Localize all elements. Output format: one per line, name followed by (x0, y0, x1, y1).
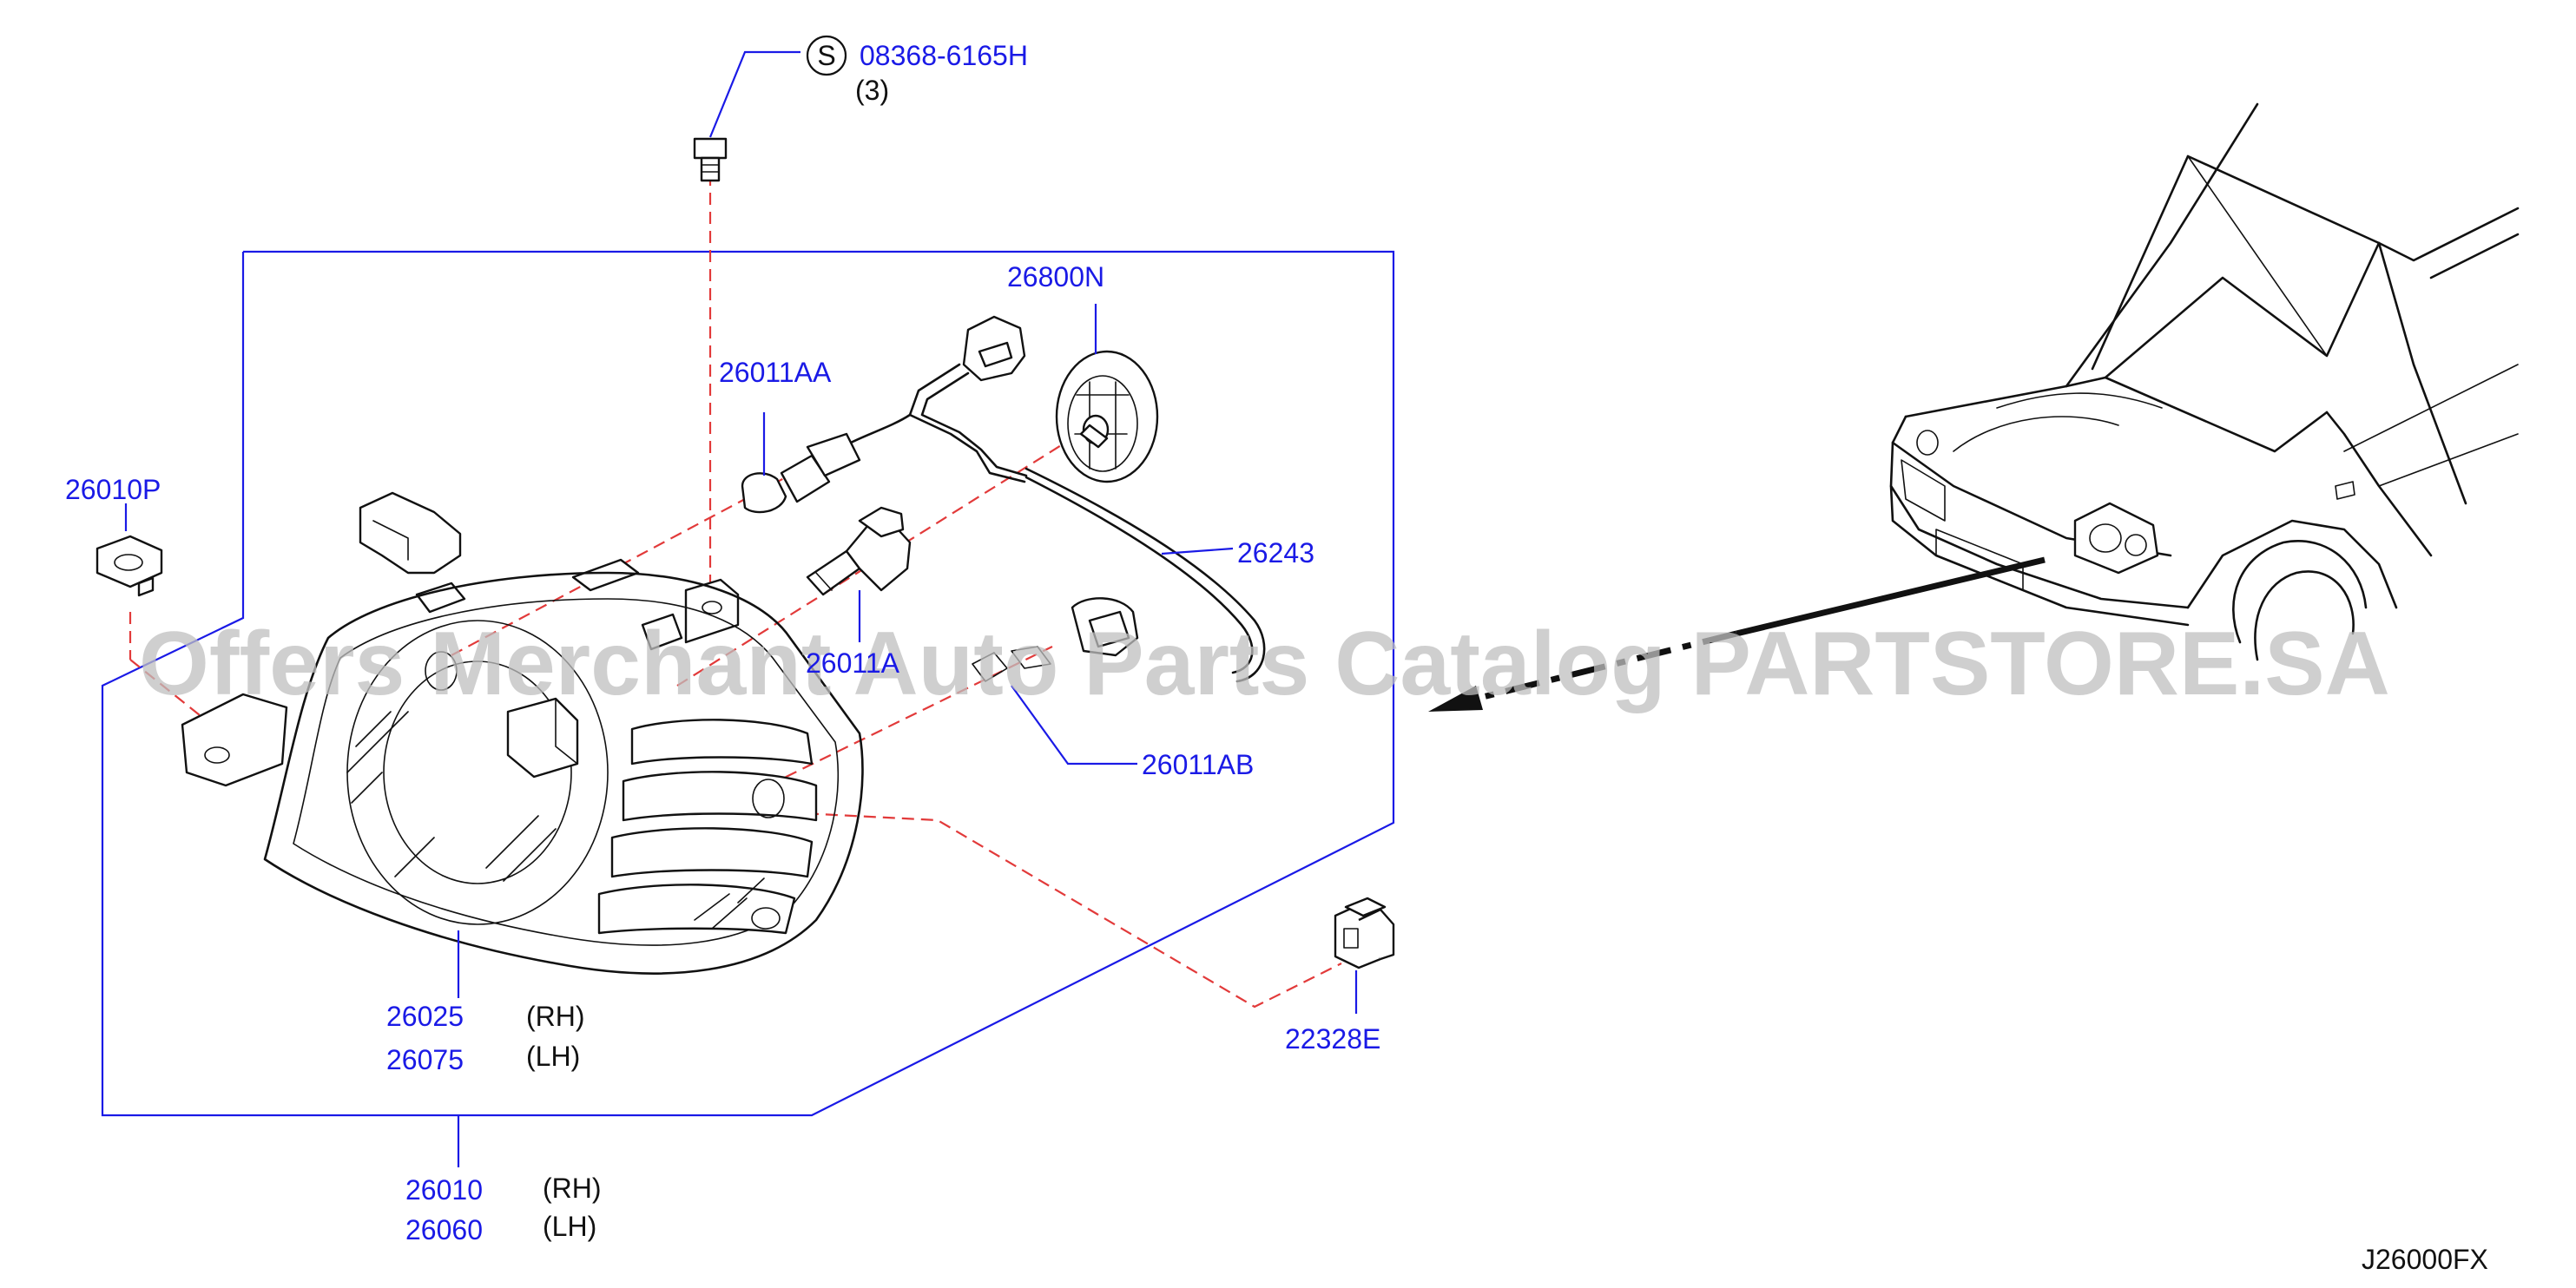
clip-icon (96, 535, 163, 597)
assembly-lh-part-number[interactable]: 26060 (405, 1214, 483, 1245)
diagram-code: J26000FX (2362, 1244, 2488, 1275)
lens-lh-side-label: (LH) (526, 1041, 580, 1072)
assembly-rh-side-label: (RH) (543, 1173, 602, 1204)
assembly-rh-part-number[interactable]: 26010 (405, 1174, 483, 1206)
small-bulb-icon (741, 454, 831, 514)
relay-clip-icon (1334, 897, 1395, 969)
side-bulb-part-number[interactable]: 26011AB (1142, 749, 1254, 780)
assembly-lh-side-label: (LH) (543, 1211, 596, 1242)
main-bulb-part-number[interactable]: 26011A (806, 647, 900, 679)
main-bulb-icon (806, 506, 912, 596)
bolt-quantity: (3) (855, 75, 889, 106)
side-bulb-icon (972, 597, 1139, 682)
lens-rh-part-number[interactable]: 26025 (386, 1001, 464, 1032)
relay-clip-part-number[interactable]: 22328E (1285, 1023, 1380, 1055)
assembly-boundary (101, 250, 1395, 1167)
headlamp-housing-icon (181, 491, 864, 975)
lens-lh-part-number[interactable]: 26075 (386, 1044, 464, 1075)
alignment-lines (128, 174, 1342, 1009)
vehicle-view-icon (1428, 102, 2520, 712)
lens-rh-side-label: (RH) (526, 1001, 585, 1032)
standard-part-symbol (806, 35, 847, 76)
watermark-text: Offers Merchant Auto Parts Catalog PARTS… (139, 614, 2390, 714)
small-bulb-part-number[interactable]: 26011AA (719, 357, 832, 388)
wire-harness-icon (806, 315, 1266, 683)
bulb-socket-icon (1055, 350, 1159, 483)
bolt-part-number[interactable]: 08368-6165H (860, 40, 1028, 71)
bulb-socket-part-number[interactable]: 26800N (1007, 261, 1104, 292)
bolt-icon (693, 137, 728, 182)
clip-part-number[interactable]: 26010P (65, 474, 161, 505)
standard-part-symbol-label: S (817, 40, 835, 71)
wire-harness-part-number[interactable]: 26243 (1237, 537, 1314, 568)
